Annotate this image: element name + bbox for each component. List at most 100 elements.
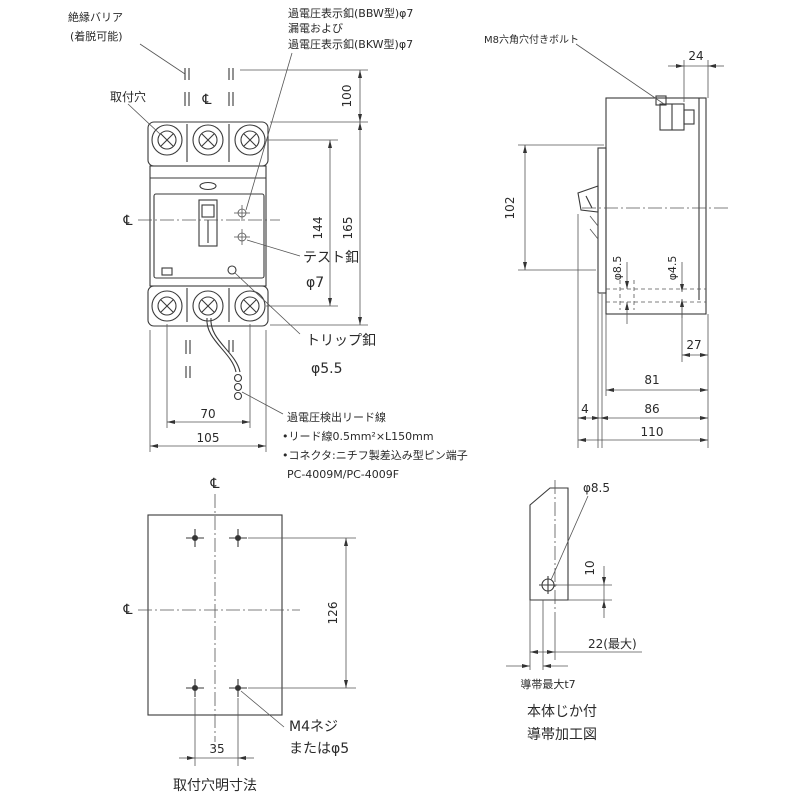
dimension-86: 86 <box>644 402 659 416</box>
side-body <box>605 97 707 315</box>
dimension-27: 27 <box>686 338 701 352</box>
screw-head <box>198 130 218 150</box>
layout-extension-lines <box>194 537 356 766</box>
screw-head <box>157 296 177 316</box>
terminal-ring <box>234 290 266 322</box>
conductor-caption-line2: 導帯加工図 <box>527 727 597 743</box>
centerline-symbol-front-left: ℄ <box>123 213 133 229</box>
hole-center <box>191 684 199 692</box>
rating-label <box>161 267 173 276</box>
leader-insulation-barrier <box>139 43 186 75</box>
pin-terminal <box>233 382 243 392</box>
centerline-symbol-layout-left: ℄ <box>123 602 133 618</box>
leader-lead-wire <box>241 391 284 415</box>
conductor-extension-lines <box>529 584 612 670</box>
screw-head <box>157 130 177 150</box>
hex-socket-bolt <box>655 95 695 131</box>
lead-wire-connector: •コネクタ:ニチフ製差込み型ピン端子 <box>282 448 468 462</box>
handle-detail <box>589 215 599 227</box>
bolt-label: M8六角穴付きボルト <box>484 33 579 46</box>
leader-indicator-button <box>245 52 293 211</box>
pin-terminal <box>233 391 243 401</box>
screw-slot <box>201 133 215 147</box>
lead-wire-part-number: PC-4009M/PC-4009F <box>287 468 399 481</box>
leader-trip-button <box>234 272 301 335</box>
trip-button-size: φ5.5 <box>311 361 343 377</box>
indicator-button-label-and: 漏電および <box>288 22 343 35</box>
indicator-button <box>234 205 250 221</box>
dimension-4: 4 <box>581 402 589 416</box>
lead-wire-spec: •リード線0.5mm²×L150mm <box>282 429 434 443</box>
terminal-ring <box>151 290 183 322</box>
top-terminal-block <box>147 121 269 167</box>
terminal-ring <box>192 290 224 322</box>
screw-head <box>198 296 218 316</box>
hole-center <box>191 534 199 542</box>
screw-slot <box>243 299 257 313</box>
dimension-70: 70 <box>200 407 215 421</box>
test-button-size: φ7 <box>306 275 324 291</box>
mounting-hole-label: 取付穴 <box>110 89 146 104</box>
terminal-ring <box>192 124 224 156</box>
terminal-ring <box>234 124 266 156</box>
terminal-screw-bottom-left <box>151 290 183 322</box>
front-extension-lines <box>149 69 368 452</box>
conductor-detail: φ8.5 10 22(最大) 導帯最大t7 本体じか付 導帯加工図 <box>506 480 642 743</box>
front-leader-lines <box>127 43 301 415</box>
side-view: M8六角穴付きボルト 24 102 φ8.5 φ4.5 27 81 4 86 1… <box>484 33 730 448</box>
terminal-screw-top-left <box>151 124 183 156</box>
terminal-ring <box>151 124 183 156</box>
terminal-screw-top-center <box>192 124 224 156</box>
terminal-screw-bottom-center <box>192 290 224 322</box>
handle-grip <box>201 204 215 218</box>
dimension-105: 105 <box>197 431 220 445</box>
leader-conductor-hole <box>550 495 589 581</box>
dimension-10: 10 <box>583 560 597 575</box>
insulation-barrier-marks-bottom <box>185 340 234 378</box>
leader-bolt <box>575 43 665 105</box>
dimension-hole-large: φ8.5 <box>611 256 624 281</box>
dimension-144: 144 <box>311 217 325 240</box>
mounting-hole-layout: ℄ ℄ <box>123 476 356 794</box>
dimension-81: 81 <box>644 373 659 387</box>
mounting-hole-bottom-right <box>229 679 247 697</box>
dimension-35: 35 <box>209 742 224 756</box>
screw-slot <box>160 299 174 313</box>
side-handle <box>577 185 599 213</box>
insulation-barrier-marks-top <box>184 68 234 106</box>
trip-button-label: トリップ釦 <box>306 332 376 349</box>
mounting-hole-top-left <box>186 529 204 547</box>
dimension-hole-small: φ4.5 <box>666 256 679 281</box>
screw-label: M4ネジ <box>289 719 338 735</box>
indicator-button-label-bbw: 過電圧表示釦(BBW型)φ7 <box>288 6 413 20</box>
screw-head <box>240 130 260 150</box>
dimension-24: 24 <box>688 49 703 63</box>
side-extension-lines <box>518 60 709 448</box>
screw-alt-label: またはφ5 <box>289 741 349 757</box>
overvoltage-lead-wire <box>206 317 243 401</box>
hole-center <box>234 534 242 542</box>
mounting-hole-bottom-left <box>186 679 204 697</box>
centerline-symbol-front-top: ℄ <box>202 92 212 108</box>
bolt-nut <box>683 109 695 125</box>
pin-terminal <box>233 373 243 383</box>
centerline-symbol-layout-top: ℄ <box>210 476 220 492</box>
insulation-barrier-note: (着脱可能) <box>70 29 123 43</box>
screw-slot <box>160 133 174 147</box>
dimension-102: 102 <box>503 197 517 220</box>
screw-head <box>240 296 260 316</box>
mounting-hole-top-right <box>229 529 247 547</box>
lead-wire-strand <box>210 317 241 373</box>
conductor-bar <box>529 487 569 601</box>
conductor-caption-line1: 本体じか付 <box>527 704 597 720</box>
dimension-110: 110 <box>641 425 664 439</box>
leader-screw <box>240 690 285 728</box>
terminal-screw-bottom-right <box>234 290 266 322</box>
layout-caption: 取付穴明寸法 <box>173 778 257 794</box>
leader-test-button <box>246 239 301 257</box>
front-cover <box>153 193 265 279</box>
leader-mounting-hole <box>127 103 161 135</box>
bolt-head-cap <box>655 95 667 106</box>
dimension-22-max: 22(最大) <box>588 637 637 651</box>
